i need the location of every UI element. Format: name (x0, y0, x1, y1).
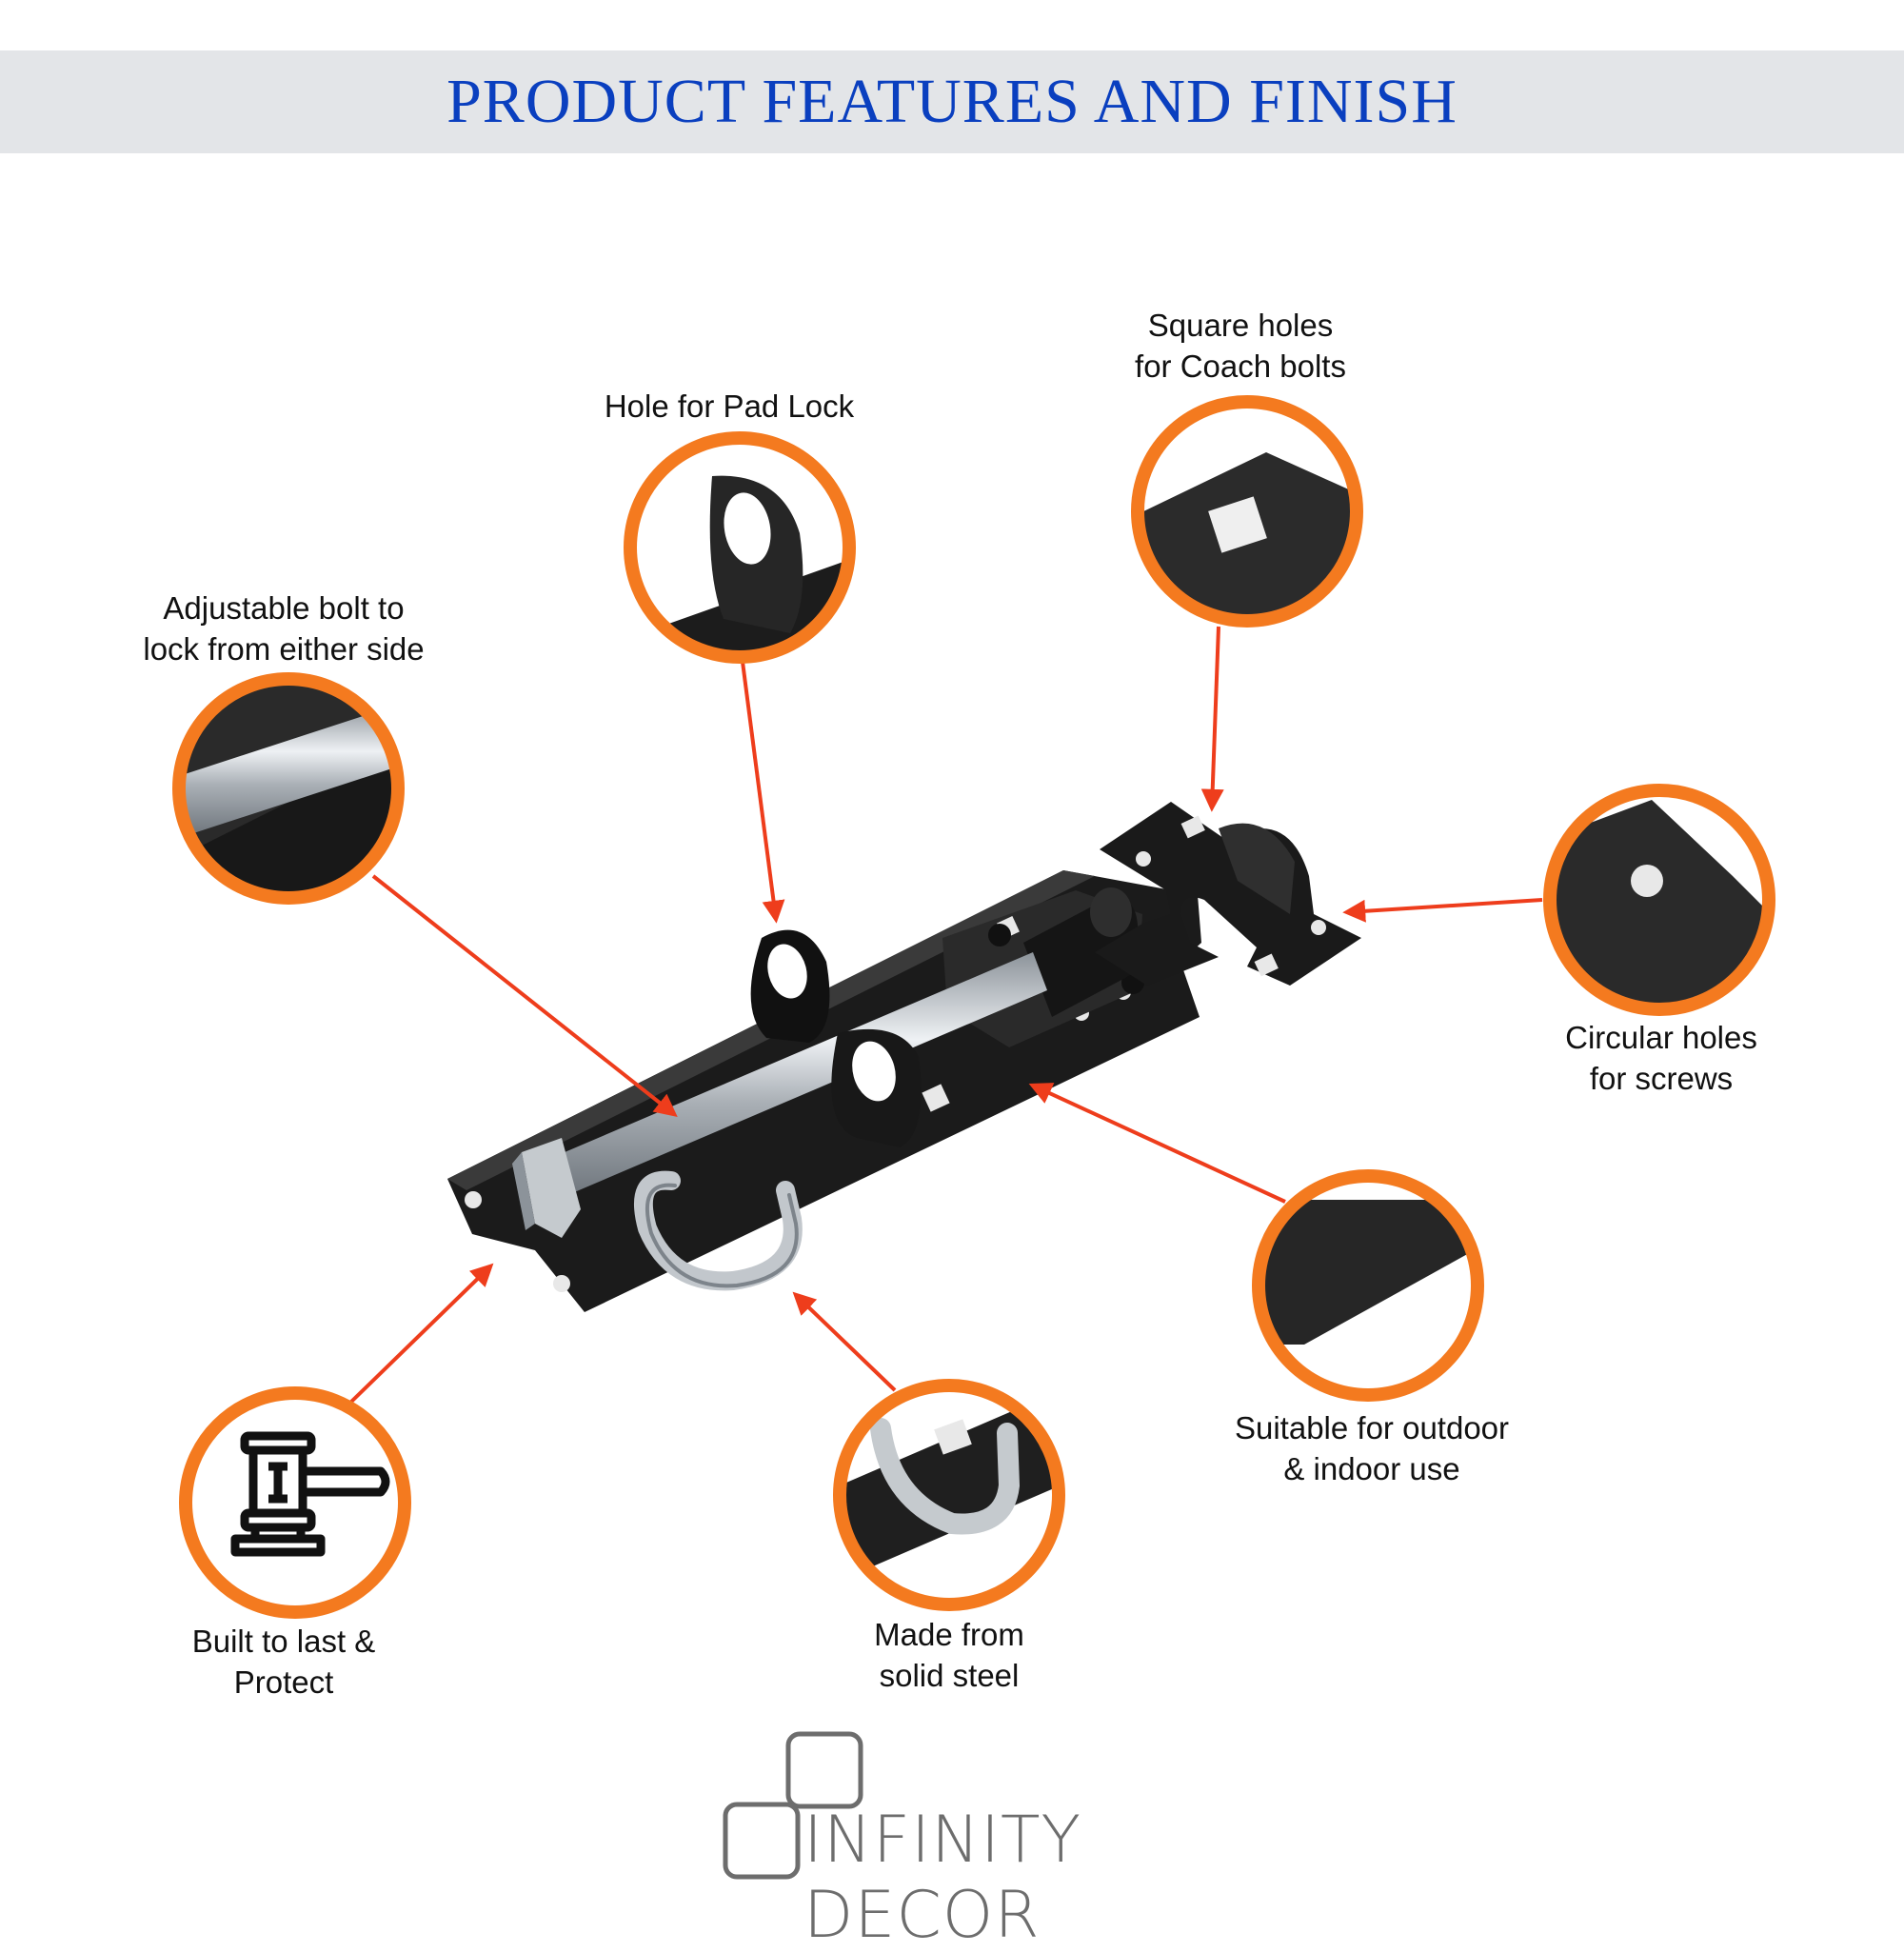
label-adjustable-bolt: Adjustable bolt to lock from either side (143, 590, 425, 667)
bolt-product (447, 802, 1361, 1312)
brand-name: INFINITY DECOR (803, 1803, 1082, 1953)
product-diagram (172, 395, 1775, 1619)
plate-screw-hole (553, 1275, 570, 1292)
label-coach-bolts: Square holes for Coach bolts (1135, 308, 1346, 384)
gavel-icon (230, 1431, 390, 1557)
padlock-loop-back (750, 929, 830, 1043)
detail-solid-steel (833, 1379, 1065, 1611)
detail-outdoor-indoor (1252, 1169, 1484, 1402)
infinity-decor-logo: INFINITY DECOR (722, 1728, 1274, 1953)
arrow-adjustable-bolt (371, 874, 678, 1117)
detail-built-to-last (179, 1386, 411, 1619)
arrow-pad-lock (741, 661, 785, 924)
arrow-solid-steel (792, 1291, 897, 1392)
arrow-built-to-last (348, 1263, 494, 1405)
bolt-handle (633, 1170, 803, 1291)
detail-coach-bolts (1131, 395, 1363, 628)
bolt-keep (1095, 802, 1361, 986)
zinc-bolt-rod (538, 952, 1047, 1202)
label-solid-steel: Made from solid steel (874, 1617, 1024, 1693)
page-title: PRODUCT FEATURES AND FINISH (446, 67, 1458, 136)
header-banner: PRODUCT FEATURES AND FINISH (0, 50, 1904, 153)
detail-adjustable-bolt (172, 672, 405, 905)
arrow-coach-bolts (1200, 626, 1224, 812)
label-circular-holes: Circular holes for screws (1565, 1020, 1757, 1096)
label-built-to-last: Built to last & Protect (191, 1624, 376, 1700)
detail-circular-holes (1543, 784, 1775, 1016)
padlock-loop-front (831, 1028, 922, 1147)
plate-screw-hole (465, 1191, 482, 1208)
arrow-outdoor-indoor (1028, 1083, 1286, 1204)
label-outdoor-indoor: Suitable for outdoor & indoor use (1234, 1410, 1510, 1486)
label-pad-lock: Hole for Pad Lock (604, 389, 855, 424)
logo-squares-icon (723, 1731, 863, 1880)
callout-arrows (348, 626, 1543, 1405)
arrow-circular-holes (1342, 898, 1543, 923)
detail-pad-lock (624, 431, 856, 664)
